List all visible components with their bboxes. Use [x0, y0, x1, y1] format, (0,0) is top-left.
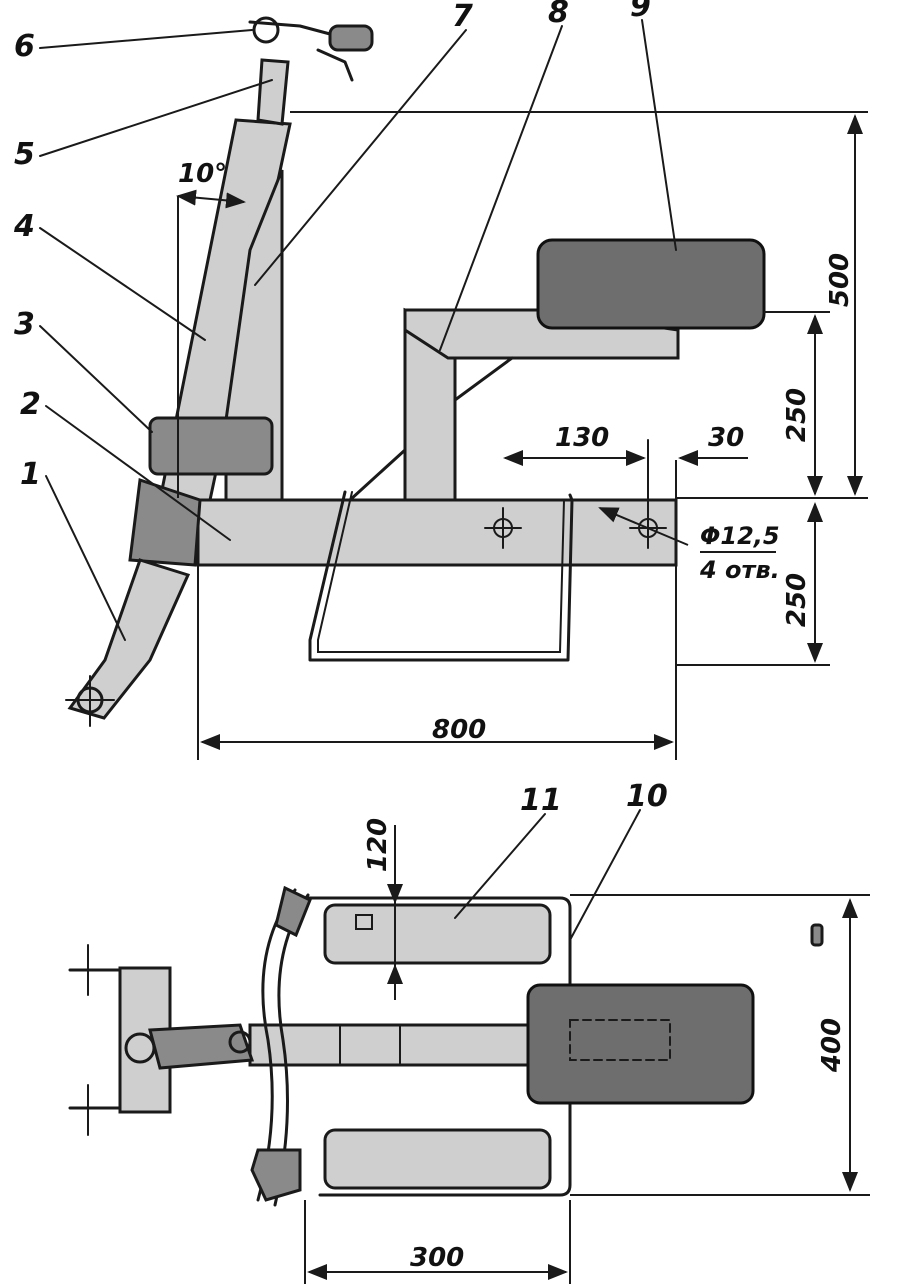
hole-diameter: Φ12,5: [700, 522, 780, 550]
deck-plank-top: [323, 903, 552, 965]
dim-800: 800: [432, 715, 486, 745]
dim-130: 130: [555, 423, 609, 453]
front-arm: [67, 558, 191, 720]
callout-2: 2: [20, 387, 41, 422]
top-view: 120 400 300: [68, 818, 870, 1284]
callout-6: 6: [14, 29, 35, 64]
dim-250-lower: 250: [782, 573, 812, 627]
wire-footrest: [308, 490, 574, 662]
callout-5: 5: [14, 137, 35, 172]
seat-brace: [348, 356, 514, 502]
dim-120: 120: [363, 818, 393, 872]
callouts: 6 5 4 3 2 1 7 8 9 11 10: [13, 0, 677, 941]
callout-10: 10: [626, 779, 668, 814]
deck-plank-bottom: [323, 1128, 552, 1190]
dim-250-upper: 250: [782, 388, 812, 442]
fork-joint: [128, 477, 202, 567]
upper-tube: [256, 58, 290, 126]
seat-cushion: [536, 238, 766, 330]
callout-9: 9: [630, 0, 651, 24]
dim-500: 500: [825, 253, 855, 307]
side-view: 10° 500 250 250 130 30 Φ12,5 4 отв. 800: [65, 16, 868, 760]
column-clamp: [148, 416, 274, 476]
callout-11: 11: [520, 783, 562, 818]
callout-8: 8: [548, 0, 569, 30]
callout-3: 3: [14, 307, 35, 342]
seat-top: [526, 983, 755, 1105]
angle-label: 10°: [178, 159, 227, 189]
callout-7: 7: [452, 0, 473, 34]
callout-4: 4: [13, 209, 35, 244]
front-fork-top: [118, 966, 172, 1114]
handlebar: [248, 20, 332, 36]
central-beam: [248, 1023, 542, 1067]
dim-400: 400: [817, 1018, 847, 1073]
dim-300: 300: [410, 1243, 464, 1273]
dim-30: 30: [708, 423, 744, 453]
callout-1: 1: [20, 457, 41, 492]
hole-count: 4 отв.: [699, 556, 780, 584]
